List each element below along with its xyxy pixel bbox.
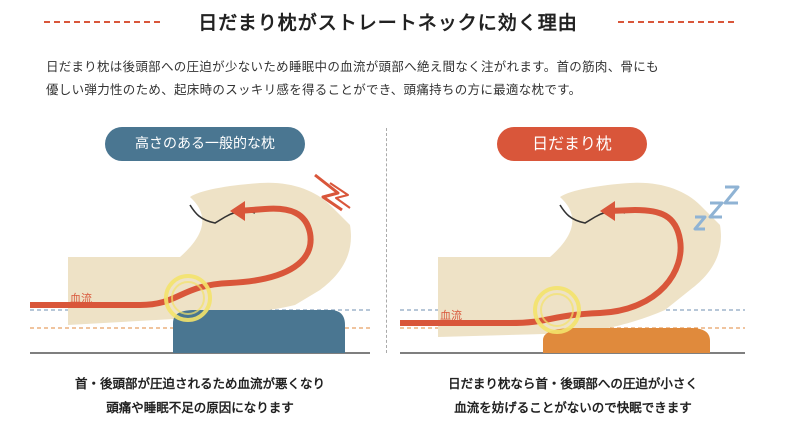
regular-caption-line-2: 頭痛や睡眠不足の原因になります	[106, 400, 294, 415]
low-pillow	[543, 328, 710, 353]
regular-caption-line-1: 首・後頭部が圧迫されるため血流が悪くなり	[74, 376, 325, 391]
blood-flow-label: 血流	[440, 308, 462, 322]
head-neck-silhouette	[68, 182, 351, 325]
hidamari-pillow-label: 日だまり枕	[497, 127, 647, 161]
hidamari-caption-line-2: 血流を妨げることがないので快眠できます	[454, 400, 692, 415]
blood-flow-line	[30, 205, 314, 308]
header-divider-right	[618, 21, 734, 23]
section-header: 日だまり枕がストレートネックに効く理由	[0, 6, 787, 38]
compression-highlight	[164, 274, 212, 322]
hidamari-caption-line-1: 日だまり枕なら首・後頭部への圧迫が小さく	[448, 376, 698, 391]
header-divider-left	[44, 21, 160, 23]
blood-flow-arrow-icon	[600, 201, 615, 221]
intro-text: 日だまり枕は後頭部への圧迫が少ないため睡眠中の血流が頭部へ絶え間なく注がれます。…	[46, 55, 746, 101]
neck-highlight	[533, 286, 581, 334]
pain-lightning-icon	[314, 173, 343, 212]
regular-pillow-caption: 首・後頭部が圧迫されるため血流が悪くなり 頭痛や睡眠不足の原因になります	[30, 372, 370, 420]
hidamari-pillow-caption: 日だまり枕なら首・後頭部への圧迫が小さく 血流を妨げることがないので快眠できます	[398, 372, 748, 420]
intro-line-1: 日だまり枕は後頭部への圧迫が少ないため睡眠中の血流が頭部へ絶え間なく注がれます。…	[46, 59, 659, 74]
blood-flow-arrow-icon	[230, 201, 245, 221]
blood-flow-label: 血流	[70, 291, 92, 305]
blood-flow-line	[400, 206, 684, 326]
comparison-divider	[386, 128, 387, 353]
intro-line-2: 優しい弾力性のため、起床時のスッキリ感を得ることができ、頭痛持ちの方に最適な枕で…	[46, 82, 582, 97]
hidamari-pillow-illustration: 血流	[400, 182, 745, 354]
page-title: 日だまり枕がストレートネックに効く理由	[198, 12, 578, 34]
regular-pillow-illustration: 血流	[30, 173, 370, 354]
regular-pillow-label: 高さのある一般的な枕	[105, 127, 305, 161]
high-pillow	[173, 310, 345, 353]
sleeping-zzz-icon	[693, 185, 740, 231]
